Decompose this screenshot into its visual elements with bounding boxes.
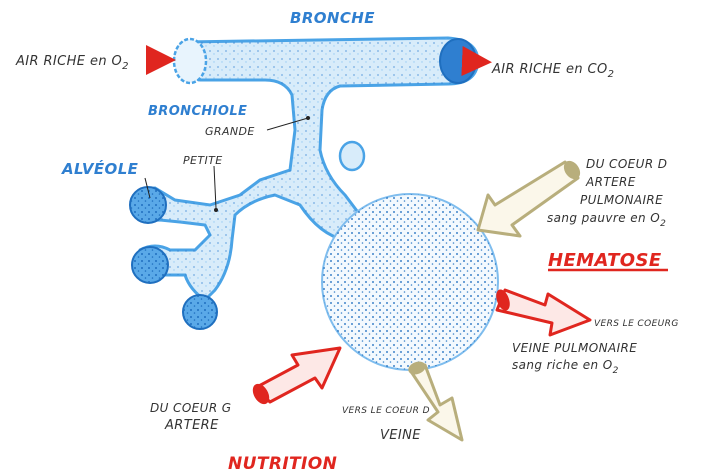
label-grande: GRANDE	[205, 125, 255, 138]
pulmonary-vein-arrow	[494, 288, 590, 335]
label-du-coeur-d: DU COEUR D	[586, 157, 667, 171]
label-sang-pauvre: sang pauvre en O2	[547, 211, 666, 229]
label-vers-coeur-g: VERS LE COEURG	[594, 319, 679, 329]
side-bronchus	[340, 142, 364, 170]
label-artere: ARTERE	[164, 418, 219, 433]
label-alveole: ALVÉOLE	[61, 159, 139, 178]
label-vers-coeur-d: VERS LE COEUR D	[342, 406, 430, 416]
label-bronche: BRONCHE	[290, 9, 375, 27]
bronche-inlet	[174, 39, 206, 83]
label-veine: VEINE	[380, 428, 421, 443]
label-petite: PETITE	[183, 154, 223, 167]
air-out-arrow	[462, 61, 486, 62]
label-artere-pulm-1: ARTERE	[585, 175, 636, 189]
label-artere-pulm-2: PULMONAIRE	[580, 193, 663, 207]
label-du-coeur-g: DU COEUR G	[150, 401, 231, 415]
label-air-in: AIR RICHE en O2	[15, 54, 129, 72]
label-veine-pulm: VEINE PULMONAIRE	[512, 341, 637, 355]
label-air-out: AIR RICHE en CO2	[491, 62, 614, 80]
label-sang-riche: sang riche en O2	[512, 358, 619, 376]
label-bronchiole: BRONCHIOLE	[148, 104, 247, 119]
alveolus-sphere	[322, 194, 498, 370]
label-nutrition: NUTRITION	[228, 454, 337, 474]
label-hematose: HEMATOSE	[548, 250, 662, 271]
nutrition-artery-arrow	[249, 348, 340, 407]
